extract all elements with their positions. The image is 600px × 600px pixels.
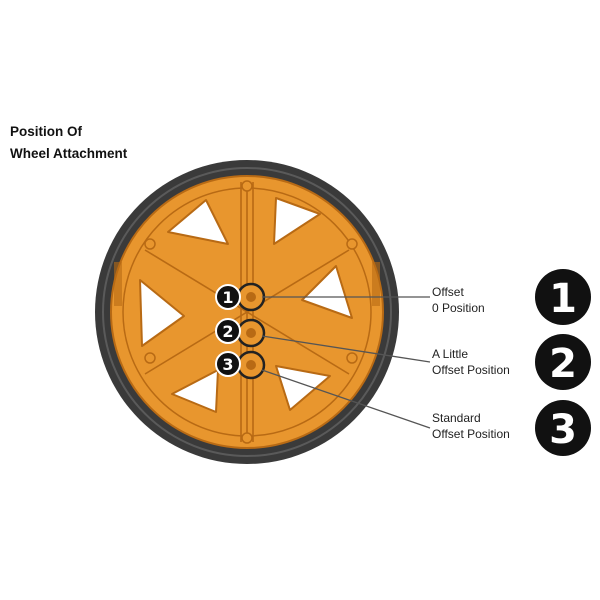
legend-badge-3: 3 bbox=[535, 400, 591, 456]
spoke-window bbox=[301, 265, 353, 319]
rim-notch-left bbox=[114, 262, 122, 306]
hub-badge-2-number: 2 bbox=[222, 322, 233, 341]
callout-label-3-line2: Offset Position bbox=[432, 427, 510, 441]
callout-label-1: Offset 0 Position bbox=[432, 284, 485, 316]
hub-badge-3: 3 bbox=[215, 351, 241, 377]
tire-inner-edge bbox=[102, 167, 392, 457]
spoke-window bbox=[167, 199, 229, 245]
legend-badge-1: 1 bbox=[535, 269, 591, 325]
callout-label-2-line2: Offset Position bbox=[432, 363, 510, 377]
diagram-title-line-1: Position Of bbox=[10, 124, 82, 139]
rivet bbox=[144, 238, 156, 250]
rivet bbox=[241, 180, 253, 192]
rivets bbox=[144, 180, 358, 444]
hub-hole-3-center bbox=[246, 360, 256, 370]
rivet bbox=[346, 238, 358, 250]
spoke-window bbox=[273, 197, 321, 245]
hub-badge-2: 2 bbox=[215, 318, 241, 344]
legend-badge-2: 2 bbox=[535, 334, 591, 390]
callout-label-2-line1: A Little bbox=[432, 347, 469, 361]
callout-label-1-line1: Offset bbox=[432, 285, 464, 299]
rivet bbox=[241, 432, 253, 444]
legend-badge-1-number: 1 bbox=[549, 276, 577, 322]
rivet bbox=[346, 352, 358, 364]
hub-hole-1-center bbox=[246, 292, 256, 302]
spoke-ribs bbox=[144, 182, 350, 442]
diagram-title-line-2: Wheel Attachment bbox=[10, 146, 128, 161]
legend-badge-2-number: 2 bbox=[549, 341, 577, 387]
spoke-rib bbox=[144, 249, 350, 375]
callout-label-3-line1: Standard bbox=[432, 411, 481, 425]
spoke-window bbox=[171, 369, 219, 413]
spoke-window bbox=[275, 365, 331, 411]
hub-holes bbox=[236, 282, 266, 380]
hub-badge-3-number: 3 bbox=[222, 355, 233, 374]
callout-label-2: A Little Offset Position bbox=[432, 346, 510, 378]
rivet bbox=[144, 352, 156, 364]
hub-hole-2-center bbox=[246, 328, 256, 338]
spoke-windows bbox=[139, 197, 353, 413]
legend-badge-3-number: 3 bbox=[549, 407, 577, 453]
spoke-window bbox=[139, 279, 185, 347]
callout-label-1-line2: 0 Position bbox=[432, 301, 485, 315]
callout-label-3: Standard Offset Position bbox=[432, 410, 510, 442]
leader-line-2 bbox=[261, 335, 431, 363]
rim-notch-right bbox=[372, 262, 380, 306]
leader-lines bbox=[261, 296, 431, 429]
hub-badge-1: 1 bbox=[215, 284, 241, 310]
leader-line-3 bbox=[261, 369, 431, 429]
hub-badge-1-number: 1 bbox=[222, 288, 233, 307]
